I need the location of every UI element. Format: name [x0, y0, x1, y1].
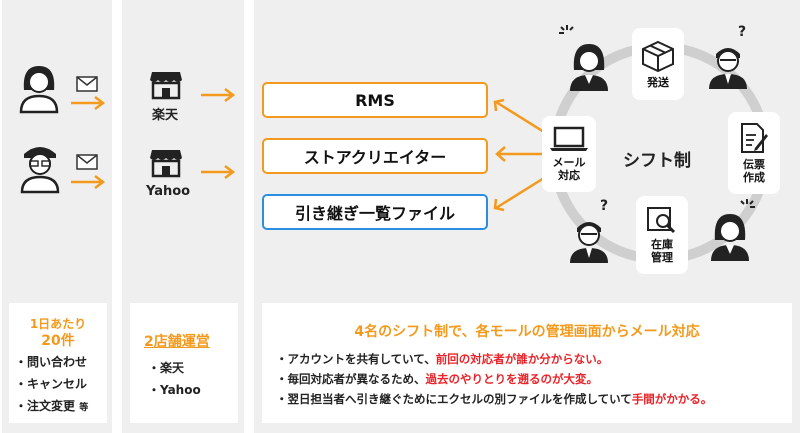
- customer-summary-card: 1日あたり 20件 ・問い合わせ ・キャンセル ・注文変更 等: [9, 303, 107, 423]
- node-shipping: 発送: [632, 28, 684, 100]
- staff-woman-icon: [570, 44, 608, 91]
- node-mail-label-2: 対応: [558, 169, 580, 182]
- customer-item-suffix: 等: [79, 403, 89, 413]
- system-rms-box: RMS: [262, 82, 488, 118]
- summary-line-2: ・毎回対応者が異なるため、過去のやりとりを遡るのが大変。: [276, 371, 598, 387]
- store-icon: [150, 150, 182, 178]
- laptop-icon: [550, 126, 588, 151]
- arrow-right-icon: [201, 165, 236, 179]
- store-name-rakuten: 楽天: [152, 108, 179, 123]
- shift-system-label: シフト制: [623, 151, 691, 171]
- node-inventory-label-2: 管理: [651, 251, 673, 264]
- store-card-item-rakuten: ・楽天: [148, 361, 185, 375]
- summary-line-1-text: ・アカウントを共有していて、: [276, 352, 436, 366]
- summary-line-3: ・翌日担当者へ引き継ぐためにエクセルの別ファイルを作成していて手間がかかる。: [276, 391, 712, 407]
- node-inventory: 在庫 管理: [636, 196, 688, 274]
- package-icon: [642, 40, 674, 72]
- node-invoice: 伝票 作成: [728, 112, 780, 194]
- customer-item-cancel: ・キャンセル: [15, 377, 88, 391]
- customer-man-icon: [20, 147, 60, 194]
- customer-item-inquiry: ・問い合わせ: [15, 355, 88, 369]
- store-card-title: 2店舗運営: [144, 334, 210, 350]
- node-invoice-label-2: 作成: [743, 171, 765, 184]
- operations-summary-card: 4名のシフト制で、各モールの管理画面からメール対応 ・アカウントを共有していて、…: [262, 303, 792, 423]
- mail-to-systems-arrows: [493, 98, 545, 212]
- stress-mark-icon: [559, 25, 574, 34]
- customer-item-change: ・注文変更 等: [15, 397, 88, 414]
- store-card-item-yahoo: ・Yahoo: [148, 383, 201, 397]
- store-summary-card: 2店舗運営 ・楽天 ・Yahoo: [130, 303, 238, 423]
- node-mail-label-1: メール: [552, 156, 586, 169]
- summary-line-3-highlight: 手間がかかる。: [631, 392, 713, 406]
- per-day-label: 1日あたり: [29, 317, 87, 331]
- document-pen-icon: [741, 123, 768, 153]
- arrow-right-icon: [71, 96, 106, 110]
- mail-icon: [76, 76, 98, 92]
- customer-woman-icon: [19, 66, 59, 114]
- system-handover-file-box: 引き継ぎ一覧ファイル: [262, 194, 488, 230]
- system-storecreator-box: ストアクリエイター: [262, 138, 488, 174]
- node-inventory-label-1: 在庫: [651, 238, 673, 251]
- inventory-search-icon: [647, 207, 676, 234]
- question-mark-icon: ?: [738, 24, 747, 40]
- summary-line-2-highlight: 過去のやりとりを遡るのが大変。: [425, 372, 599, 386]
- node-mail-response: メール 対応: [542, 116, 596, 192]
- arrow-right-icon: [71, 175, 106, 189]
- staff-man-glasses-icon: [709, 48, 747, 89]
- summary-line-1-highlight: 前回の対応者が誰か分からない。: [435, 352, 609, 366]
- summary-line-1: ・アカウントを共有していて、前回の対応者が誰か分からない。: [276, 351, 608, 367]
- node-shipping-label: 発送: [647, 75, 669, 89]
- node-invoice-label-1: 伝票: [743, 158, 765, 171]
- summary-line-2-text: ・毎回対応者が異なるため、: [276, 372, 426, 386]
- staff-man-icon: [570, 222, 608, 263]
- store-name-yahoo: Yahoo: [146, 184, 191, 199]
- store-icon: [150, 72, 182, 100]
- mail-icon: [76, 154, 98, 170]
- staff-woman-icon: [711, 214, 749, 261]
- question-mark-icon: ?: [600, 198, 609, 214]
- stress-mark-icon: [740, 199, 755, 208]
- summary-line-3-text: ・翌日担当者へ引き継ぐためにエクセルの別ファイルを作成していて: [276, 392, 632, 406]
- summary-title: 4名のシフト制で、各モールの管理画面からメール対応: [354, 324, 700, 340]
- customer-item-change-text: ・注文変更: [15, 399, 76, 413]
- inquiry-count: 20件: [41, 333, 75, 349]
- arrow-right-icon: [201, 88, 236, 102]
